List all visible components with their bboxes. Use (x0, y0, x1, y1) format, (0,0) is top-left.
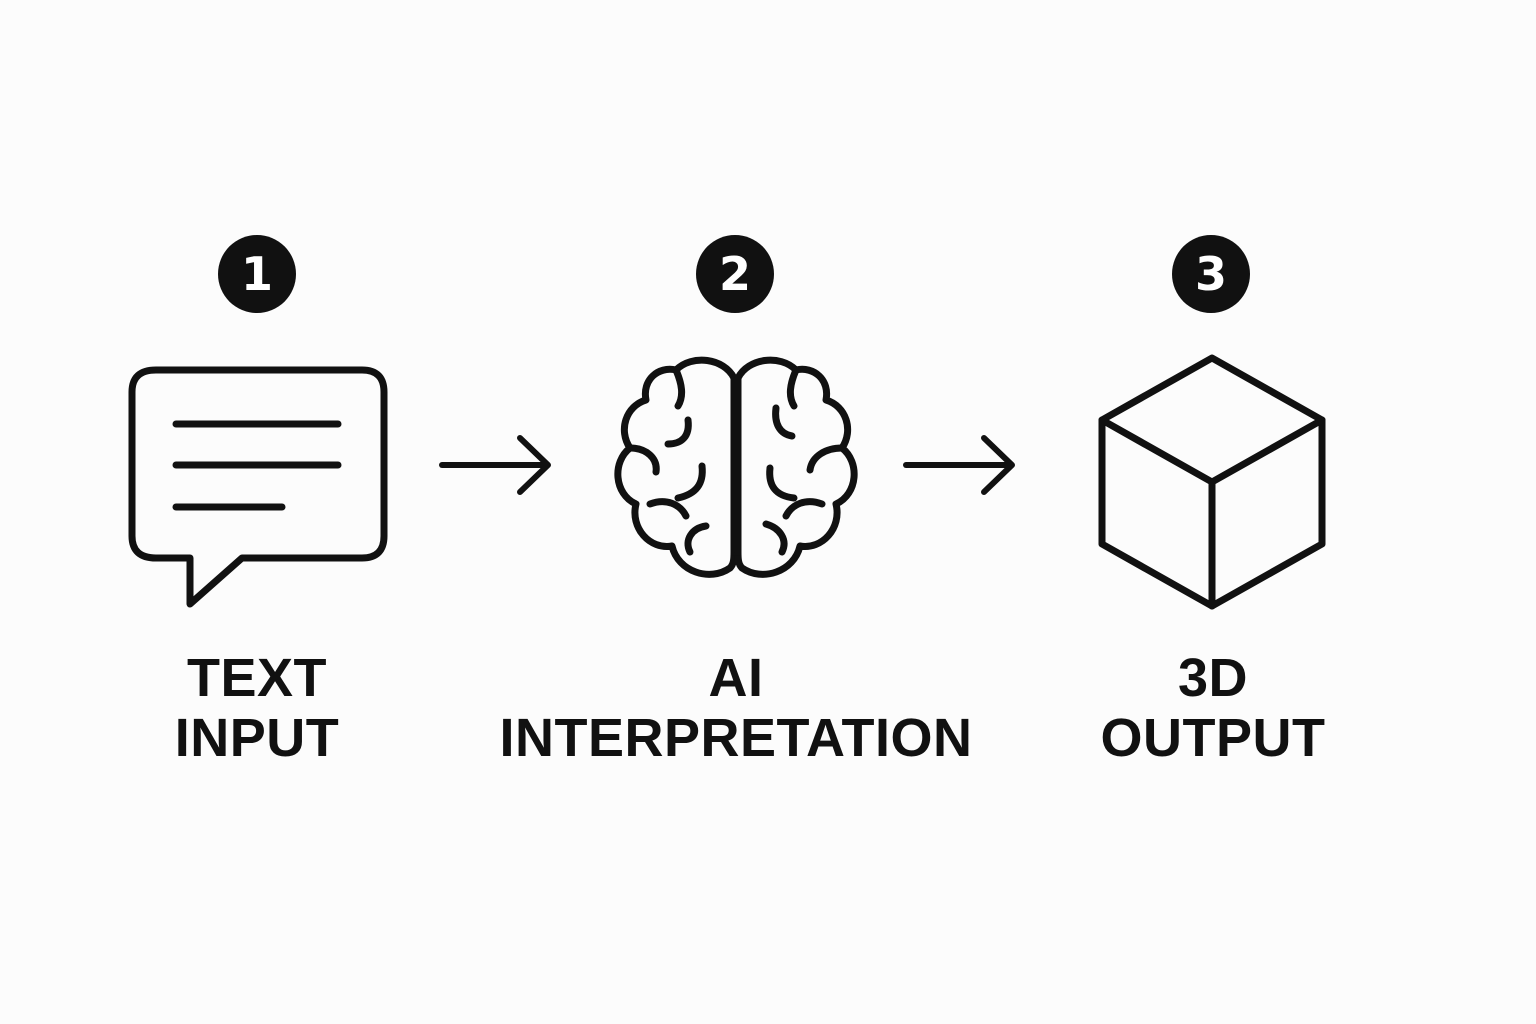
step-2-number: 2 (718, 247, 751, 301)
arrow-right-icon (903, 435, 1015, 495)
step-3-label-line-1: 3D (1177, 648, 1249, 708)
step-1-label: TEXT INPUT (57, 648, 457, 768)
step-2-label-line-1: AI (708, 648, 764, 708)
step-2-label: AI INTERPRETATION (486, 648, 986, 768)
step-3-number-badge: 3 (1172, 235, 1250, 313)
step-2-label-line-2: INTERPRETATION (499, 708, 973, 768)
brain-icon (614, 356, 858, 578)
step-3-label-line-2: OUTPUT (1100, 708, 1326, 768)
step-3-number: 3 (1194, 247, 1227, 301)
chat-bubble-icon (128, 366, 388, 608)
step-1-number-badge: 1 (218, 235, 296, 313)
arrow-right-icon (439, 435, 551, 495)
step-1-number: 1 (240, 247, 273, 301)
step-3-label: 3D OUTPUT (1013, 648, 1413, 768)
step-1-label-line-2: INPUT (174, 708, 340, 768)
step-1-label-line-1: TEXT (186, 648, 327, 708)
cube-icon (1098, 354, 1326, 610)
step-2-number-badge: 2 (696, 235, 774, 313)
